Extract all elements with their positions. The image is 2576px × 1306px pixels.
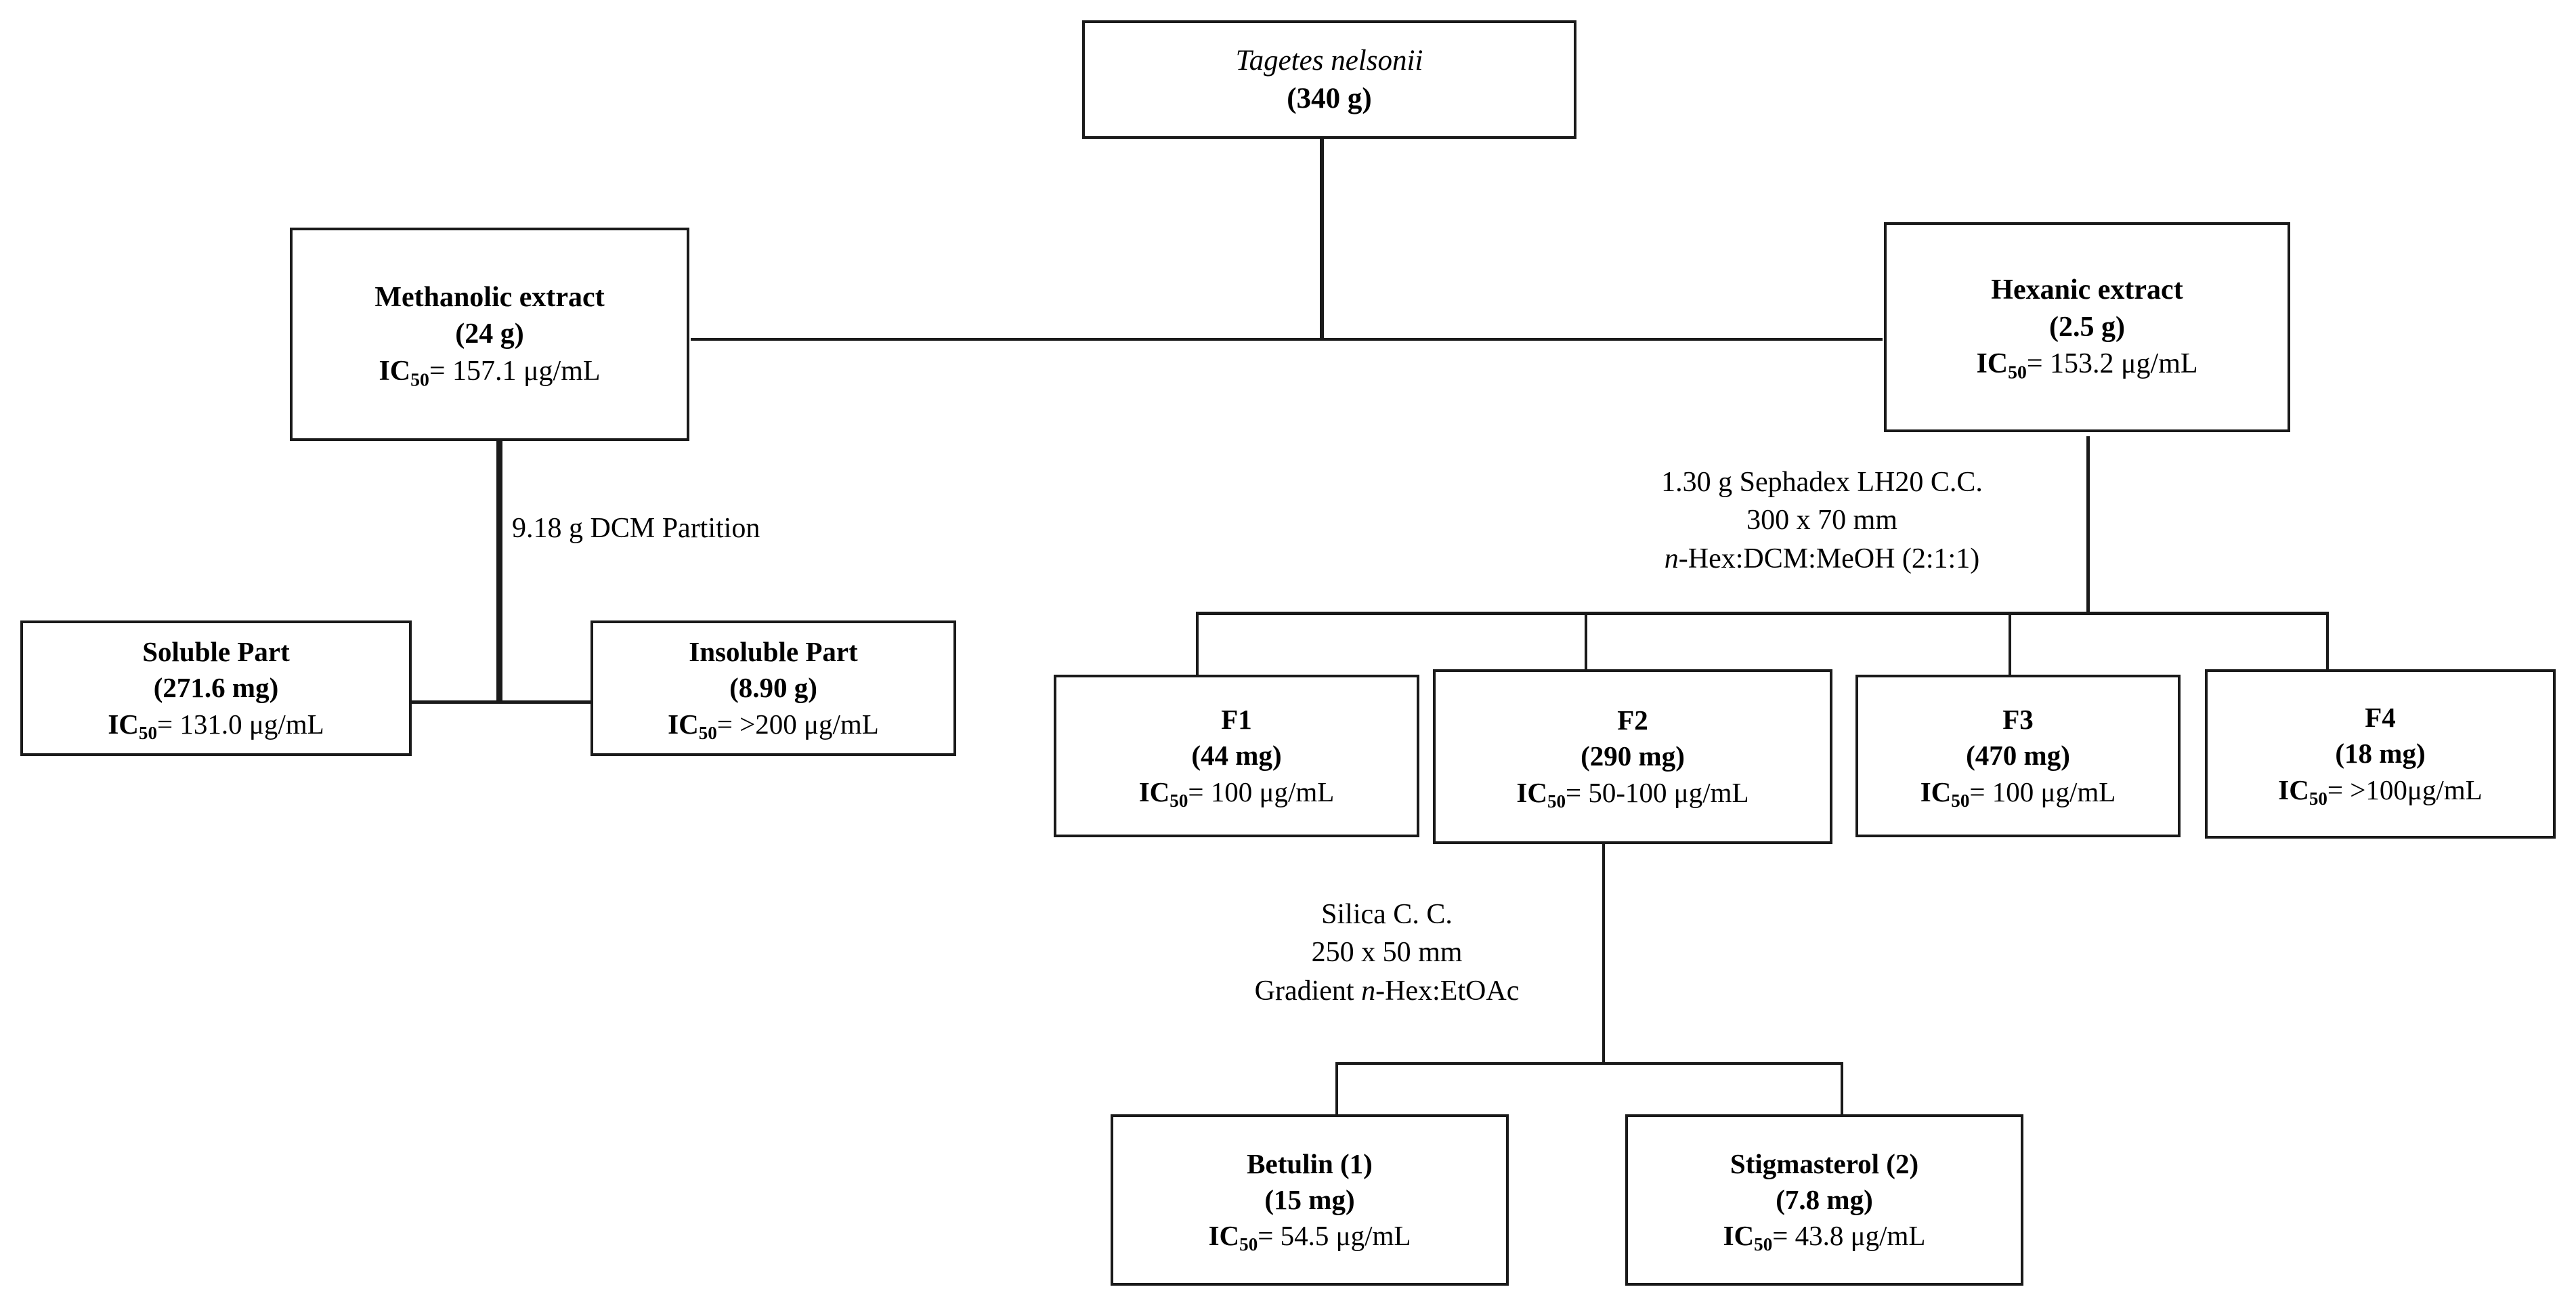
methanolic-ic50: IC50= 157.1 μg/mL [379, 355, 601, 390]
methanolic-name: Methanolic extract [374, 281, 605, 313]
node-betulin[interactable]: Betulin (1) (15 mg) IC50= 54.5 μg/mL [1111, 1114, 1509, 1286]
connector-methanolic-stem [496, 438, 502, 703]
node-methanolic-extract[interactable]: Methanolic extract (24 g) IC50= 157.1 μg… [290, 228, 689, 441]
hexanic-ic50: IC50= 153.2 μg/mL [1976, 348, 2198, 383]
connector-extract-bus [691, 338, 1883, 341]
connector-compound-bus [1335, 1062, 1843, 1065]
f4-amount: (18 mg) [2335, 738, 2426, 770]
insoluble-amount: (8.90 g) [729, 672, 817, 704]
f1-name: F1 [1221, 704, 1252, 736]
node-hexanic-extract[interactable]: Hexanic extract (2.5 g) IC50= 153.2 μg/m… [1884, 222, 2290, 432]
f2-amount: (290 mg) [1581, 740, 1685, 772]
f1-amount: (44 mg) [1191, 740, 1282, 772]
stigmasterol-name: Stigmasterol (2) [1730, 1147, 1919, 1179]
connector-hexanic-stem [2086, 436, 2090, 614]
f2-name: F2 [1617, 704, 1648, 736]
betulin-ic50: IC50= 54.5 μg/mL [1208, 1220, 1411, 1255]
connector-plant-stem [1320, 137, 1324, 340]
hexanic-amount: (2.5 g) [2049, 311, 2125, 343]
node-plant[interactable]: Tagetes nelsonii (340 g) [1082, 20, 1576, 139]
f3-name: F3 [2002, 704, 2034, 736]
node-stigmasterol[interactable]: Stigmasterol (2) (7.8 mg) IC50= 43.8 μg/… [1625, 1114, 2023, 1286]
sephadex-line1: 1.30 g Sephadex LH20 C.C. [1661, 467, 1983, 498]
silica-line3: Gradient n-Hex:EtOAc [1254, 975, 1520, 1007]
plant-name: Tagetes nelsonii [1235, 44, 1423, 77]
hexanic-name: Hexanic extract [1991, 274, 2183, 306]
connector-betulin-drop [1335, 1062, 1338, 1141]
f4-ic50: IC50= >100μg/mL [2278, 774, 2483, 809]
f2-ic50: IC50= 50-100 μg/mL [1516, 776, 1749, 812]
node-insoluble-part[interactable]: Insoluble Part (8.90 g) IC50= >200 μg/mL [591, 620, 956, 756]
dcm-partition-line1: 9.18 g DCM Partition [512, 513, 760, 544]
sephadex-line3: n-Hex:DCM:MeOH (2:1:1) [1664, 543, 1980, 574]
soluble-name: Soluble Part [142, 636, 290, 668]
node-f3[interactable]: F3 (470 mg) IC50= 100 μg/mL [1855, 675, 2181, 837]
connector-f4-drop [2326, 612, 2329, 676]
connector-stigmasterol-drop [1841, 1062, 1843, 1141]
connector-fraction-bus [1196, 612, 2329, 615]
node-f1[interactable]: F1 (44 mg) IC50= 100 μg/mL [1054, 675, 1419, 837]
f4-name: F4 [2365, 702, 2396, 734]
methanolic-amount: (24 g) [455, 318, 524, 350]
connector-f2-stem [1602, 843, 1605, 1063]
betulin-amount: (15 mg) [1264, 1183, 1355, 1215]
connector-f1-drop [1196, 612, 1199, 676]
soluble-ic50: IC50= 131.0 μg/mL [108, 708, 324, 743]
process-dcm-partition: 9.18 g DCM Partition [512, 509, 760, 547]
silica-line2: 250 x 50 mm [1311, 937, 1463, 969]
connector-partition-bus [167, 700, 766, 704]
insoluble-ic50: IC50= >200 μg/mL [668, 708, 879, 743]
node-soluble-part[interactable]: Soluble Part (271.6 mg) IC50= 131.0 μg/m… [20, 620, 412, 756]
connector-f3-drop [2009, 612, 2011, 676]
connector-f2-drop [1585, 612, 1587, 676]
process-silica: Silica C. C. 250 x 50 mm Gradient n-Hex:… [1172, 896, 1602, 1010]
silica-line1: Silica C. C. [1321, 899, 1453, 930]
stigmasterol-ic50: IC50= 43.8 μg/mL [1723, 1220, 1926, 1255]
betulin-name: Betulin (1) [1247, 1147, 1373, 1179]
node-f4[interactable]: F4 (18 mg) IC50= >100μg/mL [2205, 669, 2556, 839]
f1-ic50: IC50= 100 μg/mL [1138, 776, 1335, 811]
stigmasterol-amount: (7.8 mg) [1776, 1183, 1873, 1215]
f3-amount: (470 mg) [1966, 740, 2070, 772]
process-sephadex: 1.30 g Sephadex LH20 C.C. 300 x 70 mm n-… [1563, 463, 2081, 578]
soluble-amount: (271.6 mg) [153, 672, 279, 704]
node-f2[interactable]: F2 (290 mg) IC50= 50-100 μg/mL [1433, 669, 1832, 844]
sephadex-line2: 300 x 70 mm [1746, 505, 1897, 536]
insoluble-name: Insoluble Part [689, 636, 858, 668]
f3-ic50: IC50= 100 μg/mL [1920, 776, 2116, 811]
plant-amount: (340 g) [1287, 82, 1372, 114]
